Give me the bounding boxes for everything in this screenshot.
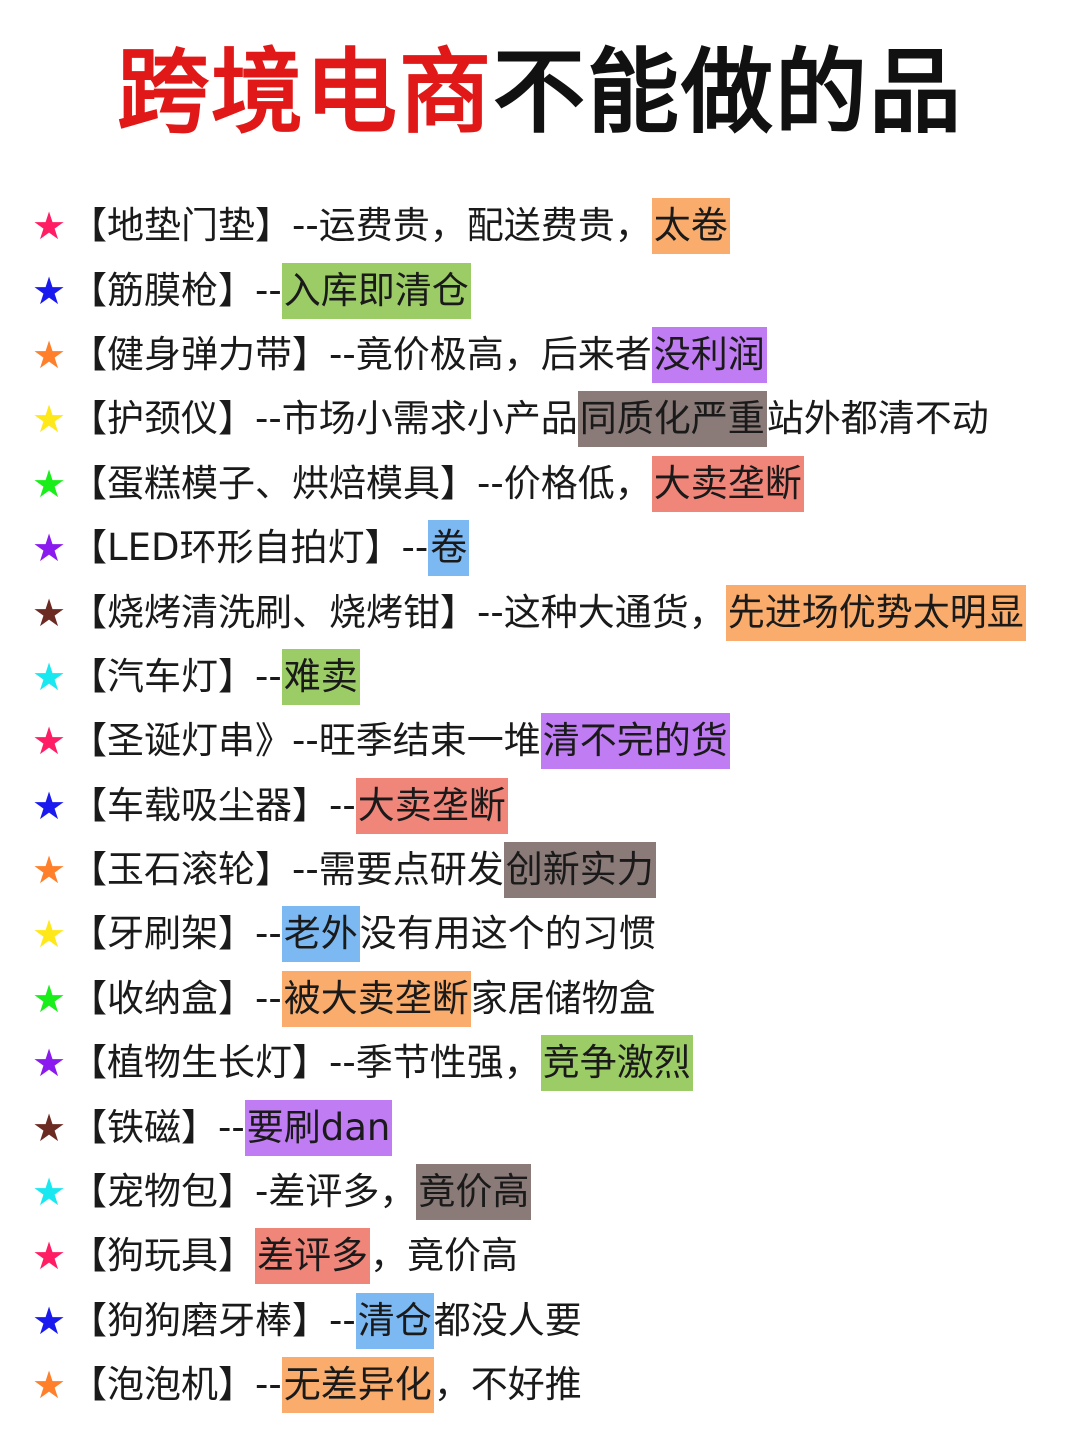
list-item: ★【护颈仪】--市场小需求小产品同质化严重站外都清不动 [30,387,1070,451]
item-highlight: 太卷 [651,198,730,255]
item-highlight: 创新实力 [503,842,656,899]
list-item: ★【汽车灯】--难卖 [30,645,1070,709]
list-item: ★【植物生长灯】--季节性强，竞争激烈 [30,1031,1070,1095]
list-item: ★【筋膜枪】--入库即清仓 [30,258,1070,322]
list-item: ★【牙刷架】--老外没有用这个的习惯 [30,902,1070,966]
item-highlight: 卷 [428,520,470,577]
item-text: 【泡泡机】-- [70,1363,282,1407]
list-item: ★【狗玩具】差评多，竟价高 [30,1224,1070,1288]
list-item: ★【狗狗磨牙棒】--清仓都没人要 [30,1289,1070,1353]
item-highlight: 清不完的货 [540,713,730,770]
list-item: ★【宠物包】-差评多， 竟价高 [30,1160,1070,1224]
item-text-suffix: 站外都清不动 [766,397,989,441]
star-icon: ★ [31,1170,67,1215]
item-text-suffix: ，不好推 [433,1363,582,1407]
page-title: 跨境电商不能做的品 [0,38,1080,148]
item-text: 【圣诞灯串》--旺季结束一堆 [70,719,541,763]
item-text: 【蛋糕模子、烘焙模具】--价格低， [70,461,652,505]
item-text: 【狗狗磨牙棒】-- [70,1298,356,1342]
list-item: ★【蛋糕模子、烘焙模具】--价格低，大卖垄断 [30,452,1070,516]
item-text-suffix: 家居储物盒 [470,976,656,1020]
list-item: ★【健身弹力带】--竟价极高，后来者没利润 [30,323,1070,387]
item-highlight: 差评多 [255,1228,370,1285]
item-text: 【宠物包】-差评多， [70,1170,417,1214]
item-text: 【地垫门垫】--运费贵，配送费贵， [70,204,652,248]
star-icon: ★ [31,590,67,635]
title-rest: 不能做的品 [493,39,964,146]
product-list: ★【地垫门垫】--运费贵，配送费贵，太卷★【筋膜枪】--入库即清仓★【健身弹力带… [30,194,1070,1417]
item-highlight: 入库即清仓 [281,262,471,319]
item-highlight: 竟价高 [416,1164,532,1221]
list-item: ★【收纳盒】--被大卖垄断家居储物盒 [30,967,1070,1031]
item-text-suffix: 都没人要 [433,1298,582,1342]
star-icon: ★ [31,976,67,1021]
item-highlight: 要刷dan [244,1099,393,1156]
item-text: 【汽车灯】-- [70,654,282,698]
star-icon: ★ [31,1105,67,1150]
list-item: ★【铁磁】--要刷dan [30,1095,1070,1159]
item-highlight: 大卖垄断 [651,455,804,512]
list-item: ★【地垫门垫】--运费贵，配送费贵，太卷 [30,194,1070,258]
item-text-suffix: 没有用这个的习惯 [359,912,656,956]
item-text: 【LED环形自拍灯】-- [70,526,429,570]
item-text: 【烧烤清洗刷、烧烤钳】--这种大通货， [70,590,726,634]
star-icon: ★ [31,719,67,764]
list-item: ★【玉石滚轮】--需要点研发创新实力 [30,838,1070,902]
item-highlight: 无差异化 [281,1357,434,1414]
item-text: 【玉石滚轮】--需要点研发 [70,848,504,892]
item-highlight: 先进场优势太明显 [725,584,1026,641]
star-icon: ★ [31,461,67,506]
item-text: 【车载吸尘器】-- [70,783,356,827]
list-item: ★【烧烤清洗刷、烧烤钳】--这种大通货，先进场优势太明显 [30,580,1070,644]
star-icon: ★ [31,848,67,893]
item-text: 【筋膜枪】-- [70,268,282,312]
item-text: 【牙刷架】-- [70,912,282,956]
star-icon: ★ [31,332,67,377]
list-item: ★【圣诞灯串》--旺季结束一堆清不完的货 [30,709,1070,773]
star-icon: ★ [31,1363,67,1408]
star-icon: ★ [31,1234,67,1279]
star-icon: ★ [31,397,67,442]
item-highlight: 被大卖垄断 [281,970,471,1027]
item-text: 【收纳盒】-- [70,976,282,1020]
item-highlight: 清仓 [355,1292,434,1349]
list-item: ★【车载吸尘器】--大卖垄断 [30,774,1070,838]
list-item: ★【泡泡机】--无差异化，不好推 [30,1353,1070,1417]
item-text: 【植物生长灯】--季节性强， [70,1041,541,1085]
item-text: 【狗玩具】 [70,1234,255,1278]
star-icon: ★ [31,1298,67,1343]
item-highlight: 竞争激烈 [540,1035,693,1092]
star-icon: ★ [31,654,67,699]
item-highlight: 老外 [281,906,360,963]
star-icon: ★ [31,912,67,957]
item-highlight: 同质化严重 [577,391,767,448]
title-highlight: 跨境电商 [116,39,493,146]
star-icon: ★ [31,268,67,313]
item-highlight: 没利润 [651,326,767,383]
item-text: 【健身弹力带】--竟价极高，后来者 [70,332,652,376]
item-text-suffix: ，竟价高 [370,1234,518,1278]
star-icon: ★ [31,526,67,571]
item-text: 【护颈仪】--市场小需求小产品 [70,397,578,441]
star-icon: ★ [31,1041,67,1086]
list-item: ★【LED环形自拍灯】--卷 [30,516,1070,580]
item-highlight: 大卖垄断 [355,777,508,834]
star-icon: ★ [31,783,67,828]
star-icon: ★ [31,204,67,249]
item-highlight: 难卖 [281,648,360,705]
item-text: 【铁磁】-- [70,1105,245,1149]
